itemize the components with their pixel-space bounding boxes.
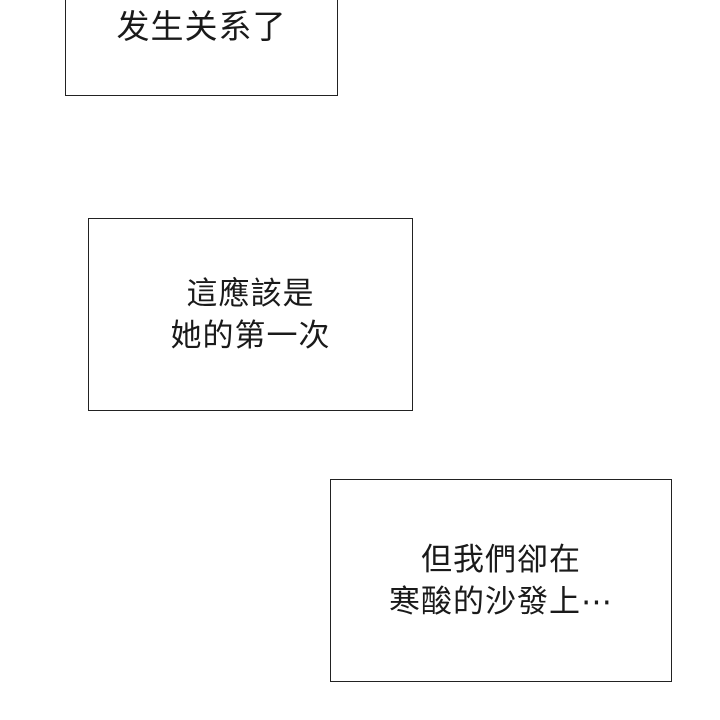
caption-text: 這應該是 bbox=[186, 275, 315, 312]
caption-box-3: 但我們卻在 寒酸的沙發上⋯ bbox=[330, 479, 672, 682]
caption-text: 寒酸的沙發上⋯ bbox=[389, 583, 613, 620]
caption-text: 发生关系了 bbox=[116, 7, 287, 46]
caption-box-2: 這應該是 她的第一次 bbox=[88, 218, 413, 411]
caption-text: 她的第一次 bbox=[170, 317, 331, 354]
caption-text: 但我們卻在 bbox=[421, 541, 581, 578]
caption-box-1: 发生关系了 bbox=[65, 0, 338, 96]
